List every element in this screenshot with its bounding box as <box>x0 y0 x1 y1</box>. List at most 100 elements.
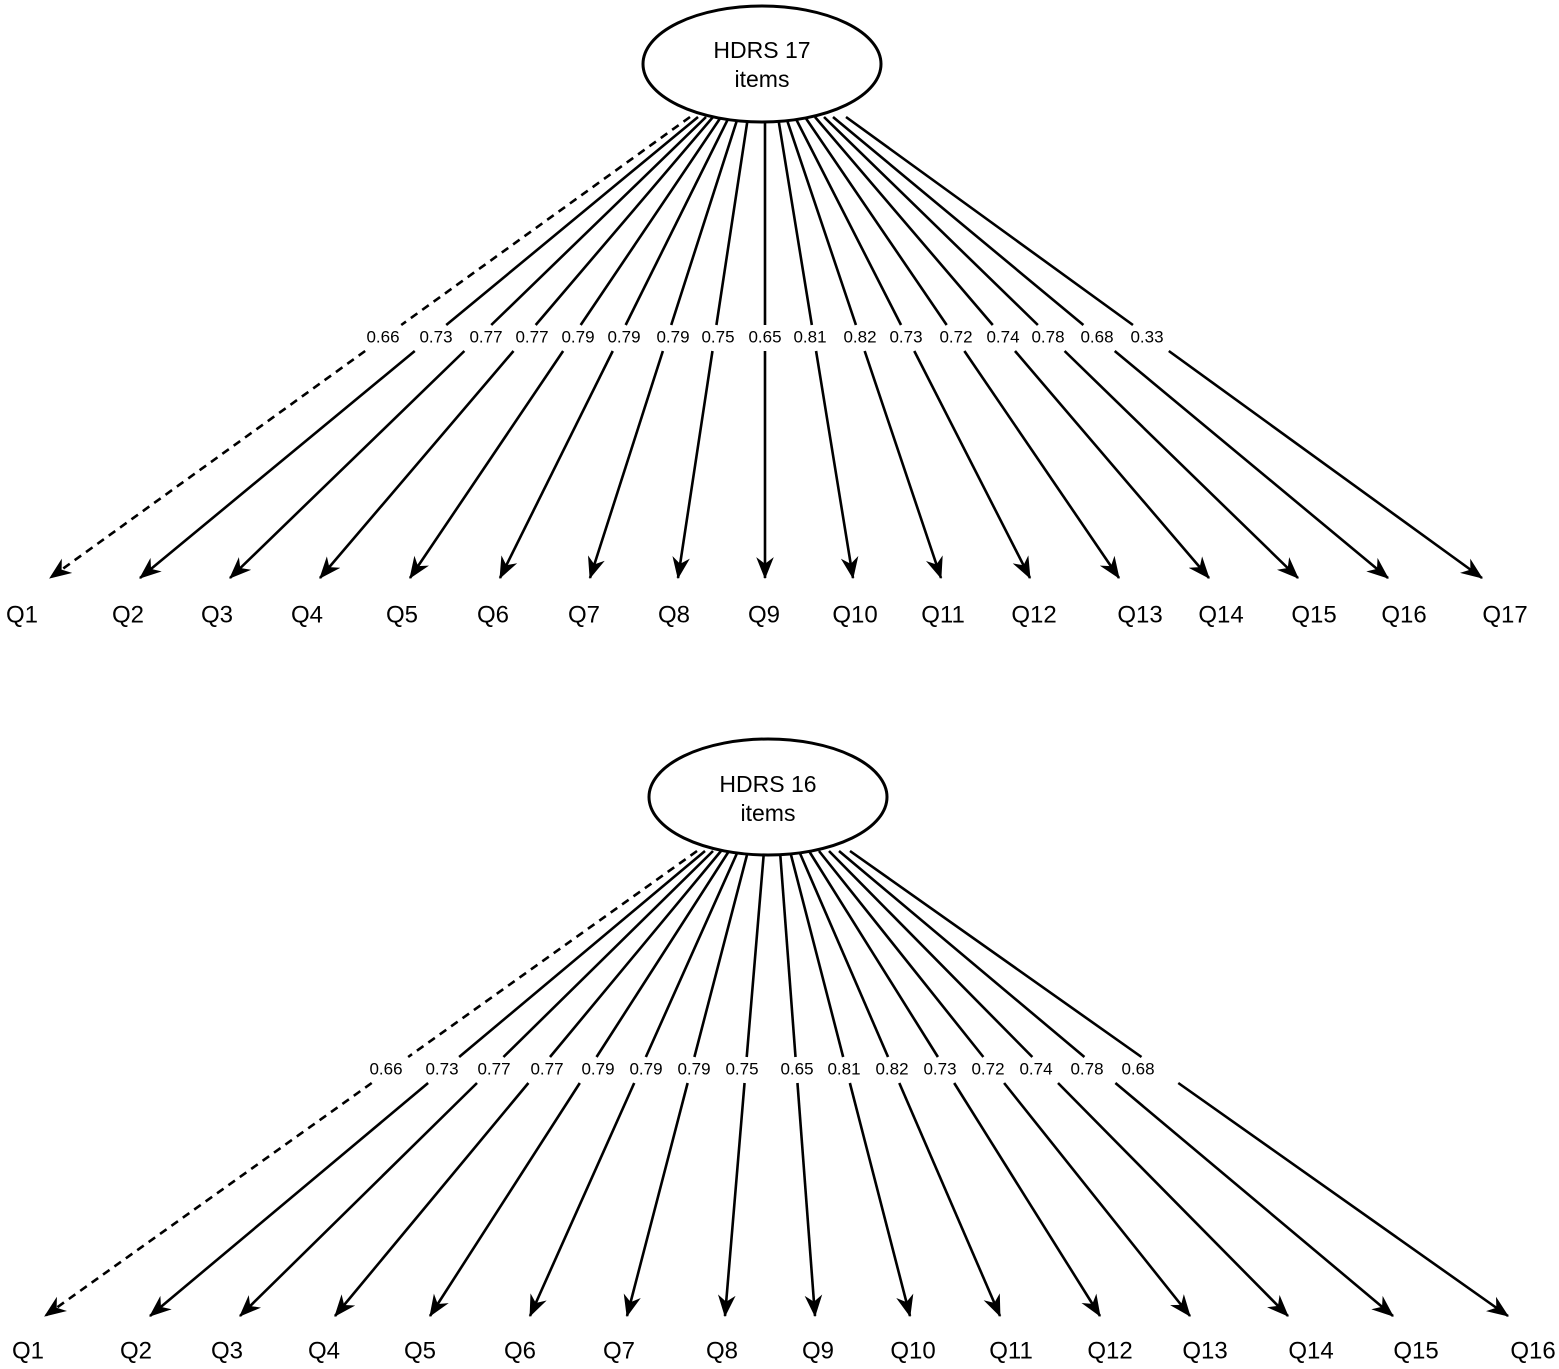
indicator-label-q1: Q1 <box>12 1337 44 1364</box>
latent-label-line2: items <box>741 800 796 826</box>
loading-label-q15: 0.78 <box>1070 1059 1103 1078</box>
loading-label-q12: 0.73 <box>923 1059 956 1078</box>
path-edge-q11-lower <box>863 350 943 580</box>
path-edge-q13-upper <box>817 850 985 1058</box>
path-edge-q7-upper <box>693 850 750 1058</box>
path-edge-q14-upper <box>828 850 1034 1058</box>
loading-label-q1: 0.66 <box>369 1059 402 1078</box>
indicator-label-q9: Q9 <box>748 601 780 628</box>
path-edge-q17-upper <box>845 115 1134 327</box>
loading-label-q4: 0.77 <box>530 1059 563 1078</box>
loading-label-q14: 0.74 <box>1019 1059 1052 1078</box>
path-edge-q9-upper <box>778 850 797 1058</box>
path-edge-q8-upper <box>715 116 750 326</box>
indicator-label-q15: Q15 <box>1393 1337 1438 1364</box>
loading-label-q14: 0.74 <box>986 327 1019 346</box>
path-edge-q13-lower <box>1003 1082 1192 1317</box>
loading-label-q8: 0.75 <box>701 327 734 346</box>
path-edge-q6-upper <box>624 116 731 326</box>
path-edge-q10-upper <box>776 116 814 326</box>
loading-label-q13: 0.72 <box>971 1059 1004 1078</box>
edges-group-1 <box>49 115 1483 580</box>
path-edge-q4-upper <box>548 850 723 1058</box>
loading-label-q16: 0.68 <box>1080 327 1113 346</box>
loading-label-q9: 0.65 <box>748 327 781 346</box>
loading-label-q10: 0.81 <box>827 1059 860 1078</box>
path-edge-q1-lower <box>49 349 366 580</box>
latent-label-line2: items <box>735 66 790 92</box>
path-edge-q1-upper <box>407 849 698 1059</box>
path-edge-q9-lower <box>796 1082 823 1318</box>
path-edge-q13-lower <box>963 350 1121 579</box>
path-edge-q12-lower <box>913 350 1032 579</box>
loading-label-q1: 0.66 <box>366 327 399 346</box>
indicator-label-q14: Q14 <box>1288 1337 1333 1364</box>
indicator-label-q10: Q10 <box>832 601 877 628</box>
path-edge-q1-lower <box>44 1081 373 1318</box>
indicator-label-q2: Q2 <box>120 1337 152 1364</box>
loading-label-q16: 0.68 <box>1121 1059 1154 1078</box>
indicator-label-q4: Q4 <box>308 1337 340 1364</box>
path-edge-q12-upper <box>807 850 940 1058</box>
indicator-label-q6: Q6 <box>504 1337 536 1364</box>
loading-label-q15: 0.78 <box>1031 327 1064 346</box>
loading-label-q7: 0.79 <box>656 327 689 346</box>
indicator-label-q7: Q7 <box>603 1337 635 1364</box>
indicator-label-q7: Q7 <box>568 601 600 628</box>
edges-group-2 <box>44 849 1509 1318</box>
path-edge-q14-upper <box>814 116 994 326</box>
path-edge-q5-upper <box>595 850 731 1058</box>
path-edge-q5-lower <box>428 1082 581 1317</box>
path-edge-q2-upper <box>445 115 699 327</box>
indicator-label-q15: Q15 <box>1291 601 1336 628</box>
path-edge-q1-upper <box>400 115 691 327</box>
indicator-label-q8: Q8 <box>706 1337 738 1364</box>
path-edge-q2-upper <box>458 850 706 1058</box>
path-edge-q12-lower <box>953 1082 1102 1317</box>
indicator-label-q13: Q13 <box>1182 1337 1227 1364</box>
loading-label-q2: 0.73 <box>419 327 452 346</box>
loading-label-q13: 0.72 <box>939 327 972 346</box>
path-edge-q14-lower <box>1057 1082 1289 1317</box>
loading-label-q12: 0.73 <box>889 327 922 346</box>
path-edge-q4-upper <box>534 116 714 326</box>
loading-label-q3: 0.77 <box>477 1059 510 1078</box>
path-edge-q16-lower <box>1113 349 1389 580</box>
path-edge-q15-upper <box>838 850 1086 1058</box>
loading-label-q11: 0.82 <box>843 327 876 346</box>
path-edge-q4-lower <box>319 350 515 579</box>
path-edge-q7-lower <box>623 1082 689 1318</box>
path-edge-q2-lower <box>149 1082 429 1317</box>
loading-label-q5: 0.79 <box>581 1059 614 1078</box>
path-edge-q6-lower <box>498 350 614 579</box>
loading-label-q2: 0.73 <box>425 1059 458 1078</box>
path-edge-q15-lower <box>1063 350 1299 579</box>
path-edge-q13-upper <box>803 116 948 326</box>
indicator-label-q14: Q14 <box>1198 601 1243 628</box>
path-edge-q3-lower <box>239 1082 478 1317</box>
path-edge-q14-lower <box>1014 350 1210 579</box>
indicator-label-q4: Q4 <box>291 601 323 628</box>
indicator-label-q2: Q2 <box>112 601 144 628</box>
path-edge-q6-lower <box>528 1082 636 1318</box>
latent-ellipse <box>647 737 889 857</box>
path-edge-q3-upper <box>490 116 707 326</box>
loading-label-q5: 0.79 <box>561 327 594 346</box>
indicator-label-q6: Q6 <box>477 601 509 628</box>
path-edge-q8-lower <box>717 1082 746 1318</box>
latent-node-hdrs17: HDRS 17 items <box>641 4 883 124</box>
loading-label-q11: 0.82 <box>875 1059 908 1078</box>
loading-label-q4: 0.77 <box>515 327 548 346</box>
path-edge-q3-upper <box>502 850 714 1058</box>
indicator-label-q12: Q12 <box>1011 601 1056 628</box>
path-edge-q15-upper <box>823 116 1039 326</box>
path-edge-q6-upper <box>644 850 740 1058</box>
path-edge-q4-lower <box>333 1082 530 1317</box>
path-edge-q5-lower <box>408 350 565 579</box>
path-edge-q16-lower <box>1177 1081 1509 1318</box>
